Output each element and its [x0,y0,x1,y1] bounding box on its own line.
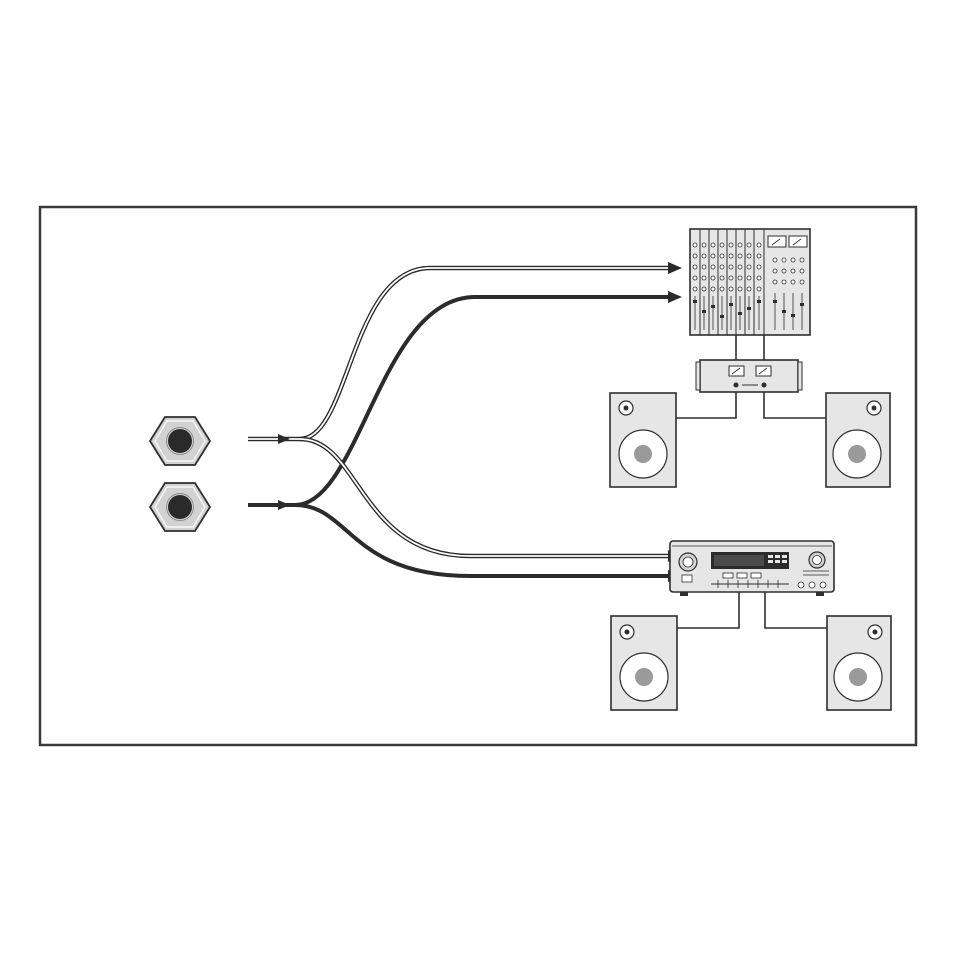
speaker-upper-left [610,393,676,487]
speaker-icon [827,616,891,710]
mixer-icon [690,229,810,335]
receiver-icon [670,541,834,596]
amplifier-icon [696,360,802,392]
power-amplifier [696,360,802,392]
speaker-icon [826,393,890,487]
speaker-lower-left [611,616,677,710]
mixing-console [690,229,810,335]
av-receiver [670,541,834,596]
speaker-icon [610,393,676,487]
speaker-lower-right [827,616,891,710]
speaker-upper-right [826,393,890,487]
speaker-icon [611,616,677,710]
